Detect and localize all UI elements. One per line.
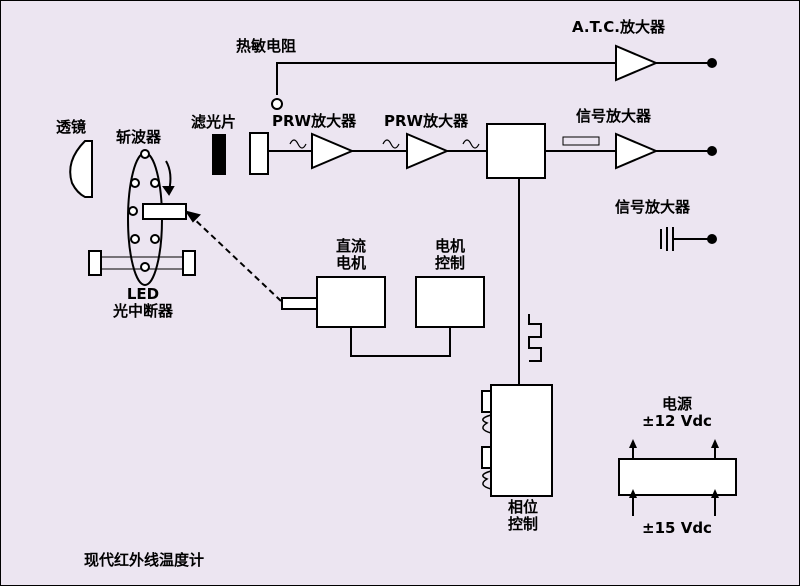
- dc-motor-label: 直流 电机: [321, 238, 381, 272]
- phase-inductor-1: [482, 414, 492, 434]
- lens-symbol: [69, 140, 93, 198]
- phase-control-label-line1: 相位: [507, 498, 538, 516]
- chopper-hole: [150, 178, 160, 188]
- chopper-hole: [130, 234, 140, 244]
- power-output-voltage: ±12 Vdc: [642, 412, 712, 430]
- led-block-right: [182, 250, 196, 276]
- atc-amplifier-symbol: [615, 44, 659, 82]
- mechanical-link: [190, 215, 282, 302]
- atc-amplifier-label: A.T.C.放大器: [572, 18, 665, 36]
- prw-amplifier-2-label: PRW放大器: [384, 112, 469, 130]
- phase-control-label-line2: 控制: [507, 515, 538, 533]
- atc-output-terminal: [707, 58, 717, 68]
- prw-amplifier-1-label: PRW放大器: [272, 112, 357, 130]
- chopper-hole: [140, 262, 150, 272]
- led-label-line2: 光中断器: [112, 302, 173, 320]
- motor-control-label: 电机 控制: [420, 238, 480, 272]
- link-arrowhead: [184, 210, 201, 223]
- power-supply-label: 电源 ±12 Vdc: [627, 396, 727, 430]
- chopper-hole: [140, 149, 150, 159]
- dc-motor-label-line2: 电机: [335, 254, 366, 272]
- dc-motor-label-line1: 直流: [335, 237, 366, 255]
- phase-control-block: [490, 384, 553, 497]
- led-label-line1: LED: [126, 285, 160, 303]
- phase-coil-2: [481, 446, 492, 469]
- thermistor-label: 热敏电阻: [236, 37, 297, 55]
- chopper-sensor: [142, 203, 187, 220]
- chopper-hole: [150, 234, 160, 244]
- dc-motor-block: [316, 276, 386, 328]
- signal-output-terminal: [707, 146, 717, 156]
- motor-control-label-line1: 电机: [434, 237, 465, 255]
- signal-amplifier-1-label: 信号放大器: [576, 107, 652, 125]
- chopper-hole: [128, 206, 138, 216]
- motor-control-label-line2: 控制: [434, 254, 465, 272]
- prw-amplifier-2-symbol: [406, 132, 450, 170]
- prw-amplifier-1-symbol: [311, 132, 355, 170]
- pulse-train-icon: [562, 136, 600, 146]
- phase-control-label: 相位 控制: [493, 499, 553, 533]
- motor-shaft: [281, 297, 318, 310]
- phase-coil-1: [481, 390, 492, 413]
- sine-wave-icon: [462, 139, 480, 149]
- led-label: LED 光中断器: [101, 286, 185, 320]
- chopper-label: 斩波器: [116, 128, 162, 146]
- led-block-left: [88, 250, 102, 276]
- arrowhead-up: [711, 439, 719, 448]
- detector-block: [249, 132, 269, 175]
- power-supply-block: [618, 458, 737, 496]
- phase-inductor-2: [482, 470, 492, 490]
- rotation-arrowhead: [162, 186, 175, 196]
- diagram-title: 现代红外线温度计: [84, 551, 205, 569]
- ground-terminal: [707, 234, 717, 244]
- signal-amplifier-symbol: [615, 132, 659, 170]
- filter-symbol: [212, 134, 226, 175]
- signal-amplifier-2-label: 信号放大器: [615, 198, 691, 216]
- square-wave-symbol: [528, 314, 542, 362]
- arrowhead-up: [629, 439, 637, 448]
- power-supply-label-line1: 电源: [661, 395, 692, 413]
- sine-wave-icon: [289, 139, 307, 149]
- power-input-voltage: ±15 Vdc: [642, 519, 712, 537]
- chopper-hole: [130, 178, 140, 188]
- thermistor-wire: [276, 62, 616, 95]
- sine-wave-icon: [382, 139, 400, 149]
- motor-control-block: [415, 276, 485, 328]
- arrowhead-up: [711, 489, 719, 498]
- arrowhead-up: [629, 489, 637, 498]
- lens-label: 透镜: [56, 118, 87, 136]
- demodulator-block: [486, 123, 546, 179]
- filter-label: 滤光片: [191, 113, 237, 131]
- thermistor-node: [271, 98, 283, 110]
- motor-wire: [350, 327, 451, 357]
